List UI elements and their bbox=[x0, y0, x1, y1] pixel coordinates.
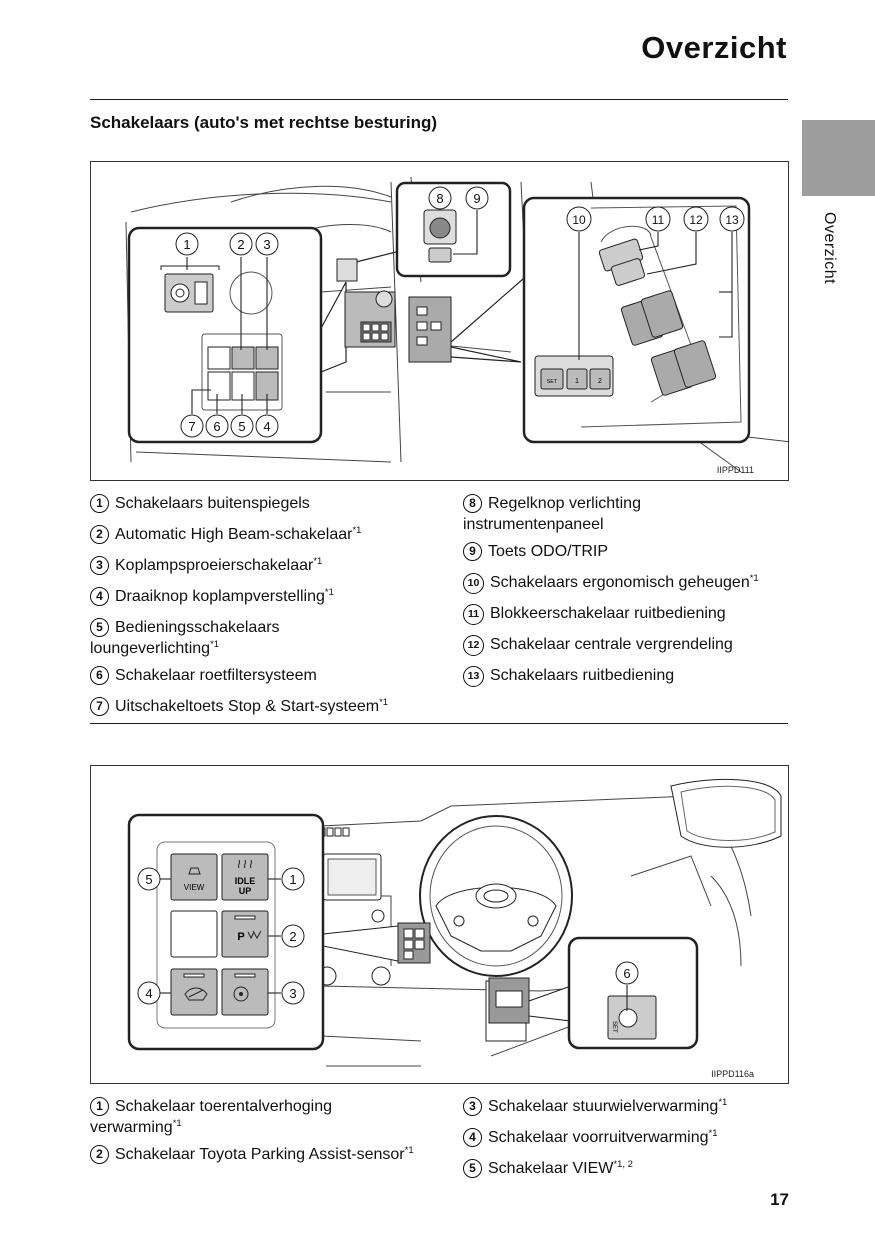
svg-text:5: 5 bbox=[145, 872, 152, 887]
svg-text:13: 13 bbox=[725, 213, 739, 227]
svg-text:5: 5 bbox=[238, 419, 245, 434]
svg-text:11: 11 bbox=[652, 213, 665, 227]
svg-text:4: 4 bbox=[145, 986, 152, 1001]
camera-icon bbox=[188, 867, 201, 875]
figure-id: IIPPD111 bbox=[716, 465, 754, 475]
callout-6: 6 bbox=[205, 414, 229, 438]
svg-text:12: 12 bbox=[689, 213, 703, 227]
svg-text:9: 9 bbox=[473, 191, 480, 206]
callout-4: 4 bbox=[255, 414, 279, 438]
section-rule bbox=[90, 723, 788, 724]
figure-switches-dash: P VIEW IDLE UP SET 1 2 3 4 5 6 IIPPD116a bbox=[90, 765, 789, 1084]
steering-illustration: P VIEW IDLE UP SET 1 2 3 4 5 6 bbox=[127, 778, 782, 1067]
svg-text:2: 2 bbox=[289, 929, 296, 944]
set-button-label: SET bbox=[547, 379, 558, 385]
callout-10: 10 bbox=[566, 206, 592, 232]
callout-7: 7 bbox=[180, 414, 204, 438]
svg-text:1: 1 bbox=[183, 237, 190, 252]
callout-12: 12 bbox=[683, 206, 709, 232]
idle-up-label-2: UP bbox=[239, 886, 252, 896]
callout-3: 3 bbox=[255, 232, 279, 256]
header-rule bbox=[90, 99, 788, 100]
svg-text:7: 7 bbox=[188, 419, 195, 434]
svg-text:4: 4 bbox=[263, 419, 270, 434]
callout-2: 2 bbox=[281, 924, 305, 948]
callout-2: 2 bbox=[229, 232, 253, 256]
callout-11: 11 bbox=[645, 206, 671, 232]
figure-switches-rhd: SET 1 2 1 2 3 4 5 6 7 8 9 10 11 12 13 II… bbox=[90, 161, 789, 481]
svg-text:6: 6 bbox=[623, 966, 630, 981]
windshield-heater-icon bbox=[184, 987, 208, 1001]
side-tab-label: Overzicht bbox=[821, 212, 838, 285]
svg-text:3: 3 bbox=[289, 986, 296, 1001]
callout-5: 5 bbox=[137, 867, 161, 891]
page-title: Overzicht bbox=[641, 30, 787, 65]
memory-2-label: 2 bbox=[598, 378, 602, 385]
page-number: 17 bbox=[770, 1190, 789, 1209]
svg-text:8: 8 bbox=[436, 191, 443, 206]
callout-8: 8 bbox=[428, 186, 452, 210]
callout-1: 1 bbox=[175, 232, 199, 256]
callout-1: 1 bbox=[281, 867, 305, 891]
svg-text:2: 2 bbox=[237, 237, 244, 252]
callout-9: 9 bbox=[465, 186, 489, 210]
idle-up-label-1: IDLE bbox=[235, 876, 256, 886]
section-title: Schakelaars (auto's met rechtse besturin… bbox=[90, 113, 437, 132]
callout-13: 13 bbox=[719, 206, 745, 232]
view-button-label: VIEW bbox=[184, 883, 205, 892]
svg-text:3: 3 bbox=[263, 237, 270, 252]
svg-text:10: 10 bbox=[572, 213, 586, 227]
callout-3: 3 bbox=[281, 981, 305, 1005]
parking-assist-icon: P bbox=[237, 931, 244, 943]
figure-id: IIPPD116a bbox=[711, 1069, 754, 1079]
side-tab bbox=[802, 120, 875, 196]
callout-6: 6 bbox=[615, 961, 639, 985]
svg-text:1: 1 bbox=[289, 872, 296, 887]
heat-waves-icon bbox=[237, 859, 253, 869]
svg-text:6: 6 bbox=[213, 419, 220, 434]
callout-5: 5 bbox=[230, 414, 254, 438]
steering-heater-icon bbox=[233, 986, 249, 1002]
dashboard-illustration: SET 1 2 1 2 3 4 5 6 7 8 9 10 11 12 13 bbox=[125, 176, 788, 473]
set-label: SET bbox=[611, 1021, 617, 1033]
memory-1-label: 1 bbox=[575, 378, 579, 385]
callout-4: 4 bbox=[137, 981, 161, 1005]
